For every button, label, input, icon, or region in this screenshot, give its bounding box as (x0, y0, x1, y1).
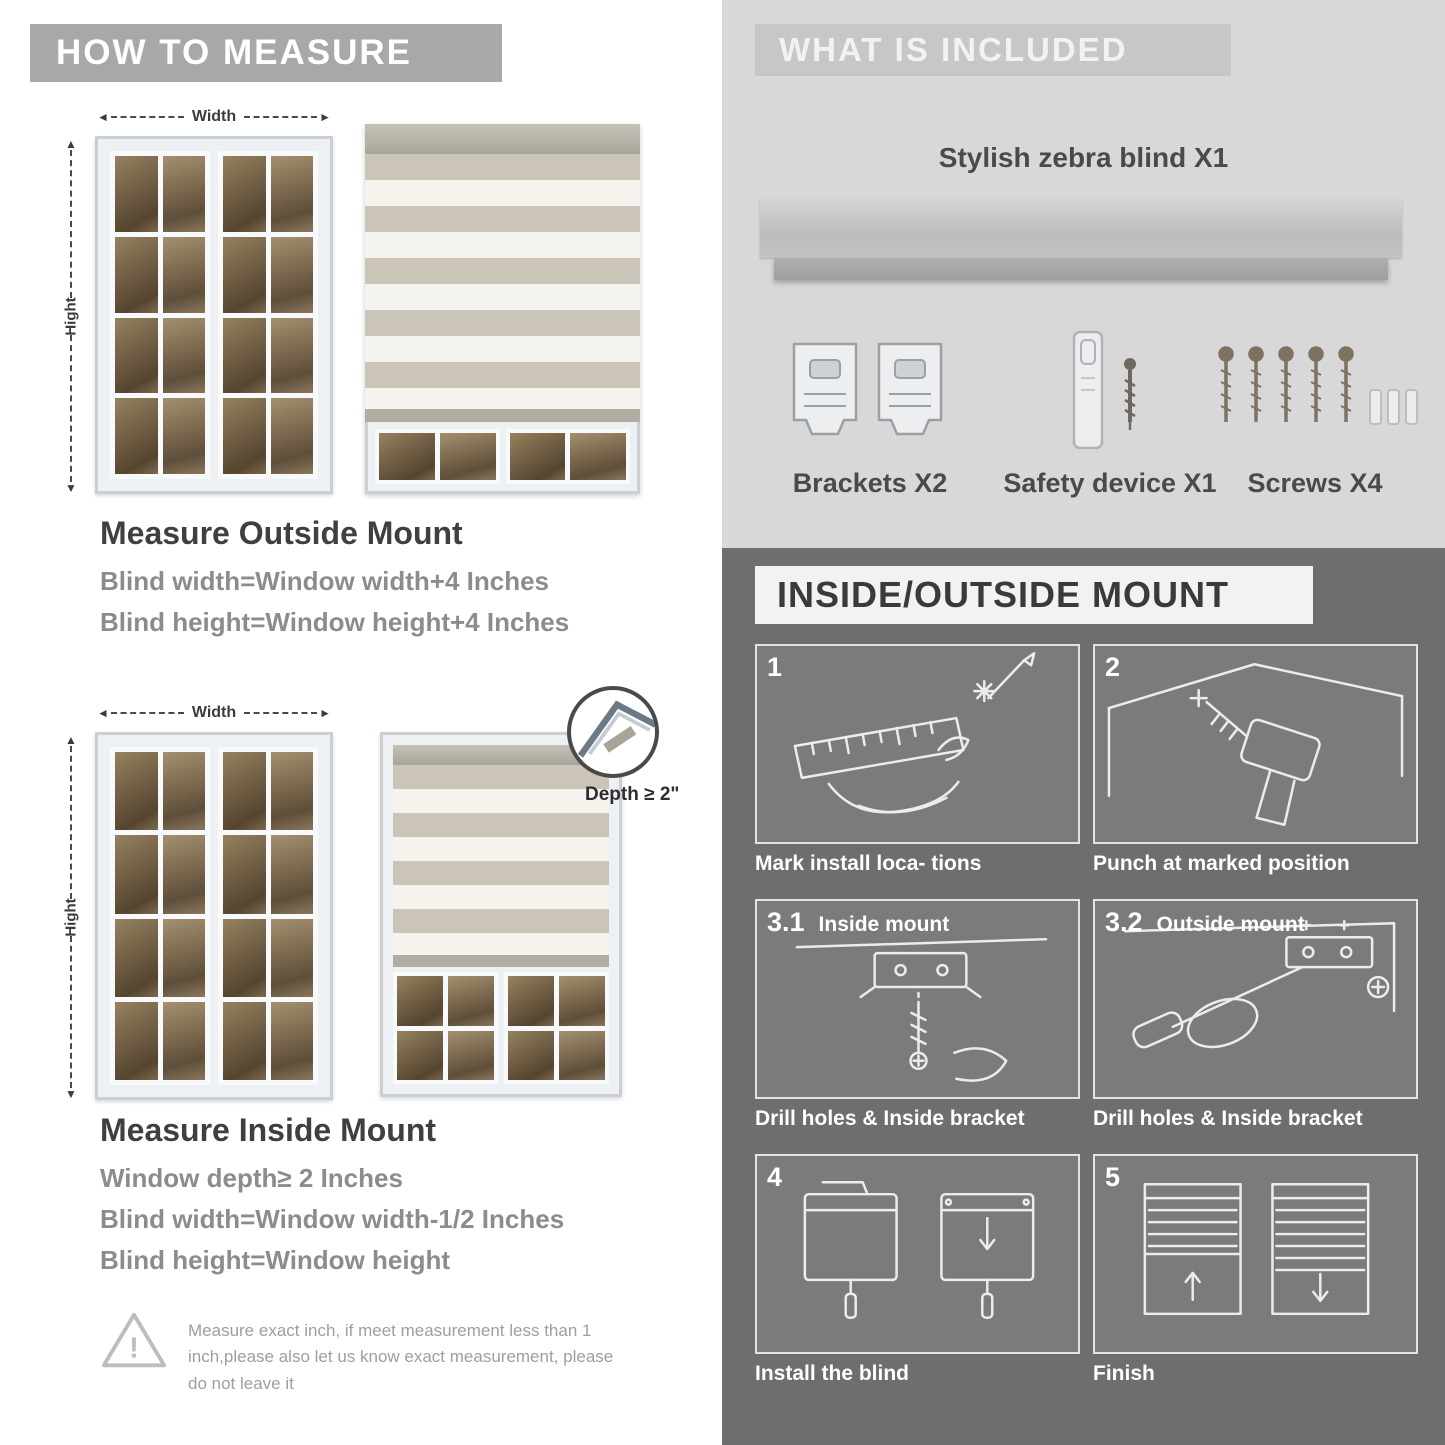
height-arrow: ▲ Hight ▼ (60, 734, 82, 1100)
arrow-left-icon: ◄ (97, 706, 109, 720)
step-number: 3.2 (1105, 907, 1143, 937)
step-number: 1 (767, 652, 783, 682)
height-label: Hight (62, 296, 80, 336)
step-2: 2 (1093, 644, 1418, 899)
step-3-1: 3.1 Inside mount (755, 899, 1080, 1154)
arrow-right-icon: ► (319, 110, 331, 124)
mount-instructions-section: INSIDE/OUTSIDE MOUNT 1 (722, 548, 1445, 1445)
blind-stripes (365, 154, 640, 409)
outside-formula-height: Blind height=Window height+4 Inches (100, 607, 570, 637)
arrow-down-icon: ▼ (65, 481, 77, 495)
what-is-included-header: WHAT IS INCLUDED (755, 24, 1231, 76)
step-caption: Punch at marked position (1093, 852, 1350, 875)
step-number: 2 (1105, 652, 1121, 682)
mark-location-illustration (793, 652, 1036, 814)
blind-stripes (393, 765, 609, 955)
step-number: 5 (1105, 1162, 1121, 1192)
step-title: Inside mount (818, 913, 950, 936)
step-number: 3.1 (767, 907, 805, 937)
install-blind-illustration (803, 1180, 1035, 1320)
blind-bottomrail (365, 409, 640, 422)
inside-formula-width: Blind width=Window width-1/2 Inches (100, 1204, 565, 1234)
brackets-label: Brackets X2 (792, 468, 948, 498)
blind-headrail (393, 745, 609, 765)
arrow-right-icon: ► (319, 706, 331, 720)
mount-steps-grid: 1 (755, 644, 1418, 1409)
mount-section-header: INSIDE/OUTSIDE MOUNT (755, 566, 1313, 624)
arrow-up-icon: ▲ (65, 137, 77, 151)
height-arrow: ▲ Hight ▼ (60, 138, 82, 494)
blind-bottomrail (393, 955, 609, 967)
step-caption: Drill holes & Inside bracket (755, 1107, 1025, 1130)
step-1: 1 (755, 644, 1080, 899)
height-label: Hight (62, 897, 80, 937)
blind-headrail (365, 124, 640, 154)
step-caption: Install the blind (755, 1362, 910, 1385)
zebra-blind-outside-mount (365, 124, 640, 494)
outside-formula-width: Blind width=Window width+4 Inches (100, 566, 549, 596)
step-caption: Finish (1093, 1362, 1155, 1385)
inside-formula-height: Blind height=Window height (100, 1245, 450, 1275)
arrow-down-icon: ▼ (65, 1087, 77, 1101)
what-is-included-section: WHAT IS INCLUDED Stylish zebra blind X1 (722, 0, 1445, 548)
zebra-blind-inside-mount (380, 732, 622, 1097)
step-4: 4 (755, 1154, 1080, 1409)
drill-hole-illustration (1107, 663, 1404, 826)
right-section: WHAT IS INCLUDED Stylish zebra blind X1 (722, 0, 1445, 1445)
width-label: Width (191, 108, 237, 125)
step-5: 5 (1093, 1154, 1418, 1409)
note-text: Measure exact inch, if meet measurement … (188, 1321, 614, 1393)
finish-illustration (1143, 1182, 1370, 1316)
outside-mount-title: Measure Outside Mount (100, 515, 463, 551)
width-arrow: ◄ Width ► (95, 704, 333, 722)
brackets-illustration (792, 342, 943, 436)
how-to-measure-header: HOW TO MEASURE (30, 24, 502, 82)
screws-illustration (1218, 346, 1418, 425)
step-caption: Drill holes & Inside bracket (1093, 1107, 1363, 1130)
arrow-left-icon: ◄ (97, 110, 109, 124)
step-title: Outside mount (1156, 913, 1305, 936)
inside-depth-rule: Window depth≥ 2 Inches (100, 1163, 403, 1193)
inside-bracket-illustration (795, 937, 1048, 1082)
warning-icon: ! (101, 1312, 167, 1368)
window-photo-inside (95, 732, 333, 1100)
inside-mount-title: Measure Inside Mount (100, 1112, 437, 1148)
blind-product-label: Stylish zebra blind X1 (938, 142, 1229, 173)
measurement-note: ! Measure exact inch, if meet measuremen… (100, 1308, 645, 1397)
width-arrow: ◄ Width ► (95, 108, 333, 126)
how-to-measure-section: HOW TO MEASURE ◄ Width ► ▲ Hight ▼ (0, 0, 715, 1445)
safety-device-label: Safety device X1 (1003, 468, 1217, 498)
zebra-blind-rail-illustration (760, 198, 1402, 280)
outside-bracket-illustration (1123, 919, 1396, 1049)
arrow-up-icon: ▲ (65, 733, 77, 747)
window-corner-detail-icon (577, 700, 655, 758)
step-caption: Mark install loca- tions (755, 852, 982, 875)
depth-detail-circle (567, 686, 659, 778)
step-3-2: 3.2 Outside mount (1093, 899, 1418, 1154)
window-photo-outside (95, 136, 333, 494)
svg-text:!: ! (129, 1332, 139, 1364)
screws-label: Screws X4 (1247, 468, 1383, 498)
step-number: 4 (767, 1162, 783, 1192)
width-label: Width (191, 704, 237, 721)
depth-requirement-label: Depth ≥ 2" (585, 784, 680, 805)
safety-device-illustration (1072, 330, 1136, 450)
